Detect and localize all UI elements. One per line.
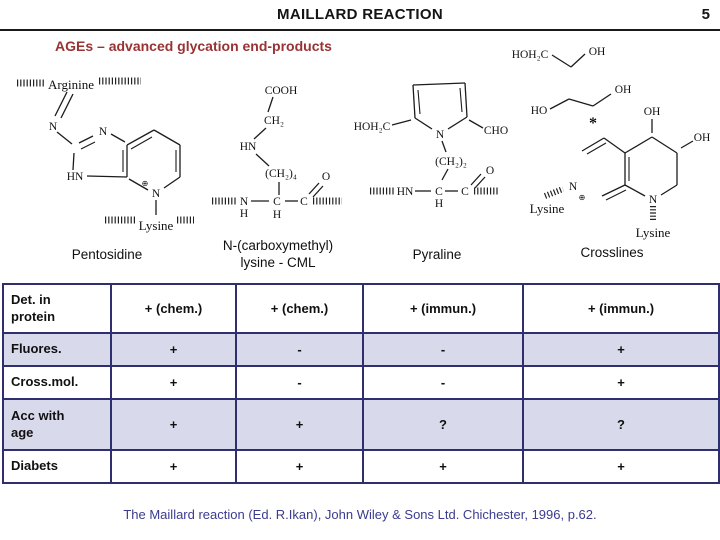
pentosidine-bonds <box>17 77 194 224</box>
column-label-pyraline: Pyraline <box>412 247 462 262</box>
table-cell: ? <box>362 398 524 451</box>
cml-c-alpha-h-label: H <box>273 209 281 221</box>
pentosidine-exo-n-label: N <box>49 121 58 133</box>
row-label: Cross.mol. <box>2 365 112 400</box>
page-title: MAILLARD REACTION <box>277 6 443 23</box>
table-cell: ? <box>522 398 720 451</box>
column-label-cml-line2: lysine - CML <box>240 254 316 270</box>
crosslines-lysine-left-label: Lysine <box>530 201 565 216</box>
pentosidine-ring-n-top-label: N <box>99 126 108 138</box>
table-row: Acc with age + + ? ? <box>2 398 720 451</box>
pentosidine-charge-icon: ⊕ <box>142 179 149 188</box>
crosslines-hoh2c-label: HOH₂C <box>512 49 549 61</box>
cml-bonds <box>212 96 342 205</box>
crosslines-asterisk: * <box>589 115 597 132</box>
table-row: Fluores. + - - + <box>2 332 720 367</box>
table-cell: + <box>522 332 720 367</box>
table-cell: + <box>110 398 237 451</box>
cml-n-label: N <box>240 196 249 208</box>
pyraline-structure: HOH₂C N CHO (CH₂)₂ C H HN C O <box>354 82 508 210</box>
table-cell: + (immun.) <box>362 283 524 334</box>
crosslines-oh-mid-label: OH <box>615 84 632 96</box>
title-separator <box>0 29 720 31</box>
pyraline-c-alpha-label: C <box>435 186 443 198</box>
pyraline-o-label: O <box>486 165 494 177</box>
crosslines-ring-oh-top-label: OH <box>644 106 661 118</box>
pyraline-cho-label: CHO <box>484 125 508 137</box>
table-cell: - <box>235 365 364 400</box>
cml-o-label: O <box>322 171 330 183</box>
table-cell: + (immun.) <box>522 283 720 334</box>
row-label: Det. in protein <box>2 283 112 334</box>
crosslines-oh-top-label: OH <box>589 46 606 58</box>
pyraline-hoh2c-label: HOH₂C <box>354 121 391 133</box>
pyraline-hn-label: HN <box>397 186 414 198</box>
pyraline-ch2x2-label: (CH₂)₂ <box>435 156 467 168</box>
cml-c-carbonyl-label: C <box>300 196 308 208</box>
table-row: Diabets + + + + <box>2 449 720 484</box>
table-cell: - <box>362 332 524 367</box>
citation: The Maillard reaction (Ed. R.Ikan), John… <box>123 507 597 522</box>
pentosidine-arginine-label: Arginine <box>48 77 94 92</box>
cml-cooh-label: COOH <box>265 85 298 97</box>
crosslines-ring-oh-right-label: OH <box>694 132 711 144</box>
table-cell: + (chem.) <box>110 283 237 334</box>
cml-hn-label: HN <box>240 141 257 153</box>
cml-structure: COOH CH₂ HN (CH₂)₄ N H C H C O <box>212 85 342 221</box>
table-cell: + (chem.) <box>235 283 364 334</box>
crosslines-ho-label: HO <box>531 105 548 117</box>
crosslines-ring-n-label: N <box>649 194 658 206</box>
table-cell: + <box>235 449 364 484</box>
table-cell: + <box>110 365 237 400</box>
table-cell: + <box>235 398 364 451</box>
pyraline-bonds <box>370 82 499 195</box>
table-row: Cross.mol. + - - + <box>2 365 720 400</box>
column-label-cml-line1: N-(carboxymethyl) <box>222 238 334 253</box>
page-number: 5 <box>701 6 710 23</box>
table-cell: + <box>110 449 237 484</box>
age-comparison-table: Det. in protein + (chem.) + (chem.) + (i… <box>2 283 720 484</box>
crosslines-bonds <box>543 53 694 222</box>
pentosidine-ring-n-plus-label: N <box>152 188 161 200</box>
column-label-pentosidine: Pentosidine <box>71 247 143 262</box>
cml-ch2-label: CH₂ <box>264 115 284 127</box>
row-label: Diabets <box>2 449 112 484</box>
pyraline-c-alpha-h-label: H <box>435 198 443 210</box>
pentosidine-ring-nh-label: HN <box>67 171 84 183</box>
table-cell: + <box>110 332 237 367</box>
table-cell: + <box>522 365 720 400</box>
subtitle: AGEs – advanced glycation end-products <box>55 38 332 54</box>
row-label: Acc with age <box>2 398 112 451</box>
pentosidine-structure: Arginine N N HN N ⊕ Lysine <box>17 77 194 233</box>
table-cell: + <box>362 449 524 484</box>
crosslines-charge-icon: ⊕ <box>579 193 586 202</box>
column-label-crosslines: Crosslines <box>580 245 644 260</box>
cml-ch2x4-label: (CH₂)₄ <box>265 168 297 180</box>
crosslines-structure: HOH₂C OH HO OH * OH OH N N ⊕ Lysine Lysi… <box>512 46 711 240</box>
table-cell: + <box>522 449 720 484</box>
pyraline-c-carbonyl-label: C <box>461 186 469 198</box>
pyraline-ring-n-label: N <box>436 129 445 141</box>
table-cell: - <box>235 332 364 367</box>
pentosidine-lysine-label: Lysine <box>139 218 174 233</box>
cml-c-alpha-label: C <box>273 196 281 208</box>
column-label-cml: N-(carboxymethyl) lysine - CML <box>198 238 358 272</box>
row-label: Fluores. <box>2 332 112 367</box>
crosslines-lysine-bottom-label: Lysine <box>636 225 671 240</box>
table-cell: - <box>362 365 524 400</box>
cml-n-h-label: H <box>240 208 248 220</box>
crosslines-exo-n-label: N <box>569 181 578 193</box>
table-row: Det. in protein + (chem.) + (chem.) + (i… <box>2 283 720 334</box>
